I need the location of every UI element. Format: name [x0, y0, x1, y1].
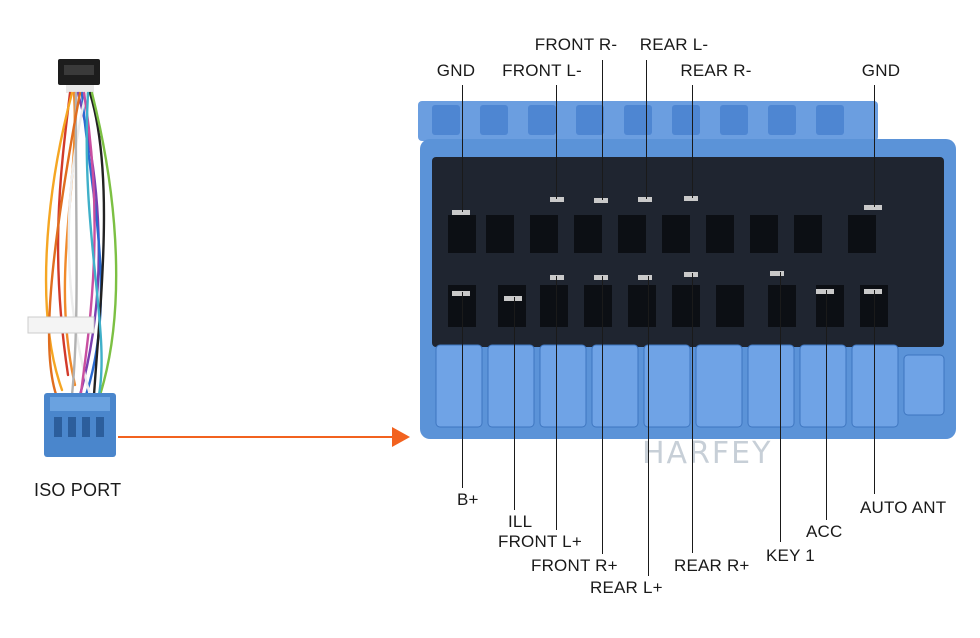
pin-label-rear-r-minus: REAR R- [680, 61, 752, 80]
leader-line [692, 273, 694, 553]
pin-label-front-r-minus: FRONT R- [534, 35, 618, 54]
pin-label-gnd-right: GND [861, 61, 901, 80]
pin-label-rear-r-plus: REAR R+ [674, 556, 750, 575]
leader-line [692, 85, 694, 198]
pin-label-front-l-plus: FRONT L+ [498, 532, 582, 551]
leader-line [462, 292, 464, 488]
leader-line [826, 290, 828, 520]
arrow-right-icon [118, 427, 410, 447]
pin-label-b-plus: B+ [457, 490, 479, 509]
pin-label-gnd-left: GND [436, 61, 476, 80]
pin-label-front-r-plus: FRONT R+ [531, 556, 618, 575]
pin-label-rear-l-minus: REAR L- [639, 35, 709, 54]
port-caption: ISO PORT [34, 480, 122, 500]
leader-line [874, 290, 876, 494]
leader-line [462, 85, 464, 212]
pin-label-front-l-minus: FRONT L- [502, 61, 582, 80]
brand-watermark: HARFEY [642, 436, 773, 471]
pin-label-rear-l-plus: REAR L+ [590, 578, 663, 597]
pin-label-key-1: KEY 1 [766, 546, 815, 565]
wire-harness-image [27, 59, 118, 457]
leader-line [602, 276, 604, 554]
pin-label-ill: ILL [508, 512, 533, 531]
leader-line [646, 60, 648, 199]
connector-closeup-image [418, 101, 956, 439]
leader-line [514, 297, 516, 510]
leader-line [874, 85, 876, 207]
leader-line [780, 272, 782, 542]
leader-line [556, 85, 558, 199]
pin-label-acc: ACC [806, 522, 843, 541]
pin-label-auto-ant: AUTO ANT [860, 498, 947, 517]
leader-line [556, 276, 558, 530]
leader-line [602, 60, 604, 200]
leader-line [648, 276, 650, 576]
